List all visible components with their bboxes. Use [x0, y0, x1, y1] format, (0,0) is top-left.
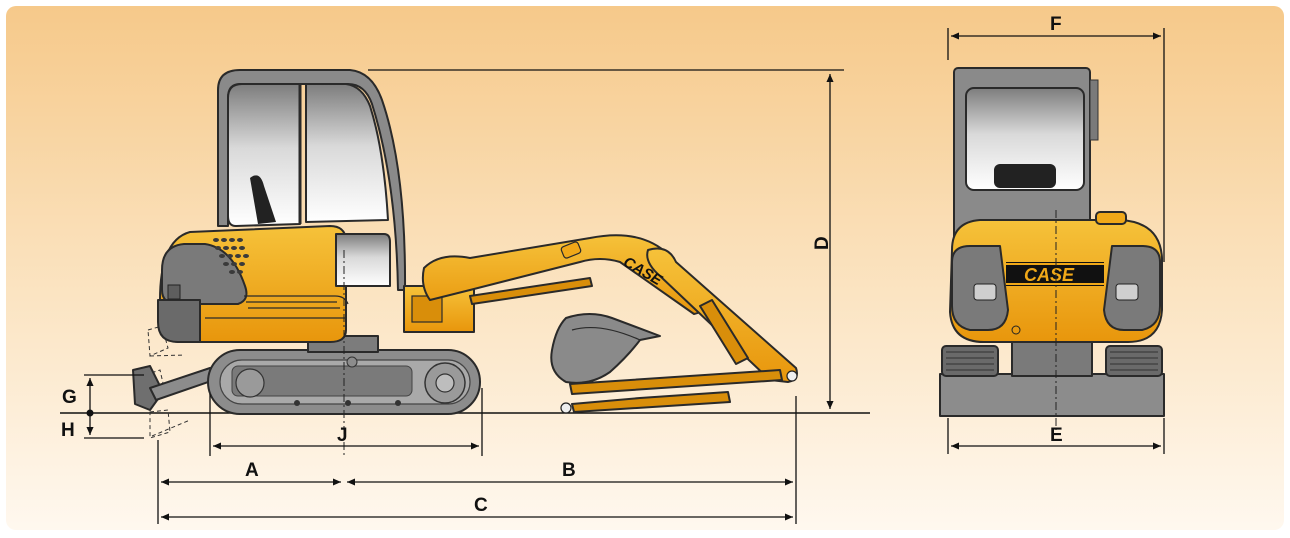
- rear-brand-logo: CASE: [1024, 265, 1075, 285]
- side-view-dimensions: D G H J A B C: [61, 69, 844, 524]
- arm-cylinder: [699, 299, 749, 365]
- dim-j-label: J: [337, 425, 348, 446]
- rear-seat: [994, 164, 1056, 188]
- rear-undercarriage: [1011, 339, 1093, 377]
- rear-logo-band: [1006, 262, 1104, 286]
- engine-grille: [213, 238, 249, 274]
- rear-track-left: [941, 345, 999, 377]
- bucket-cylinder: [571, 391, 731, 413]
- dim-d-label: D: [812, 236, 833, 250]
- dim-h-label: H: [61, 420, 75, 441]
- tail-light: [167, 284, 181, 300]
- dim-e-label: E: [1050, 425, 1063, 446]
- rear-window: [965, 87, 1085, 191]
- rear-light-right: [1115, 283, 1139, 301]
- bucket: [550, 313, 661, 384]
- dim-gh-origin: [86, 409, 94, 417]
- boom-cylinder: [469, 277, 593, 305]
- rear-track-right: [1105, 345, 1163, 377]
- dim-f-label: F: [1050, 14, 1062, 35]
- dim-a-label: A: [245, 460, 259, 481]
- excavator-rear-view: CASE: [939, 67, 1165, 430]
- dim-c-label: C: [474, 495, 488, 516]
- excavator-side-view: CASE: [132, 69, 798, 456]
- rear-bumper: [157, 299, 201, 343]
- rear-track-base: [939, 373, 1165, 417]
- rear-light-left: [973, 283, 997, 301]
- dim-b-label: B: [562, 460, 576, 481]
- dim-g-label: G: [62, 387, 77, 408]
- rear-view-dimensions: F E: [947, 14, 1165, 454]
- bucket-link: [569, 369, 783, 395]
- operator-cab: [217, 69, 407, 291]
